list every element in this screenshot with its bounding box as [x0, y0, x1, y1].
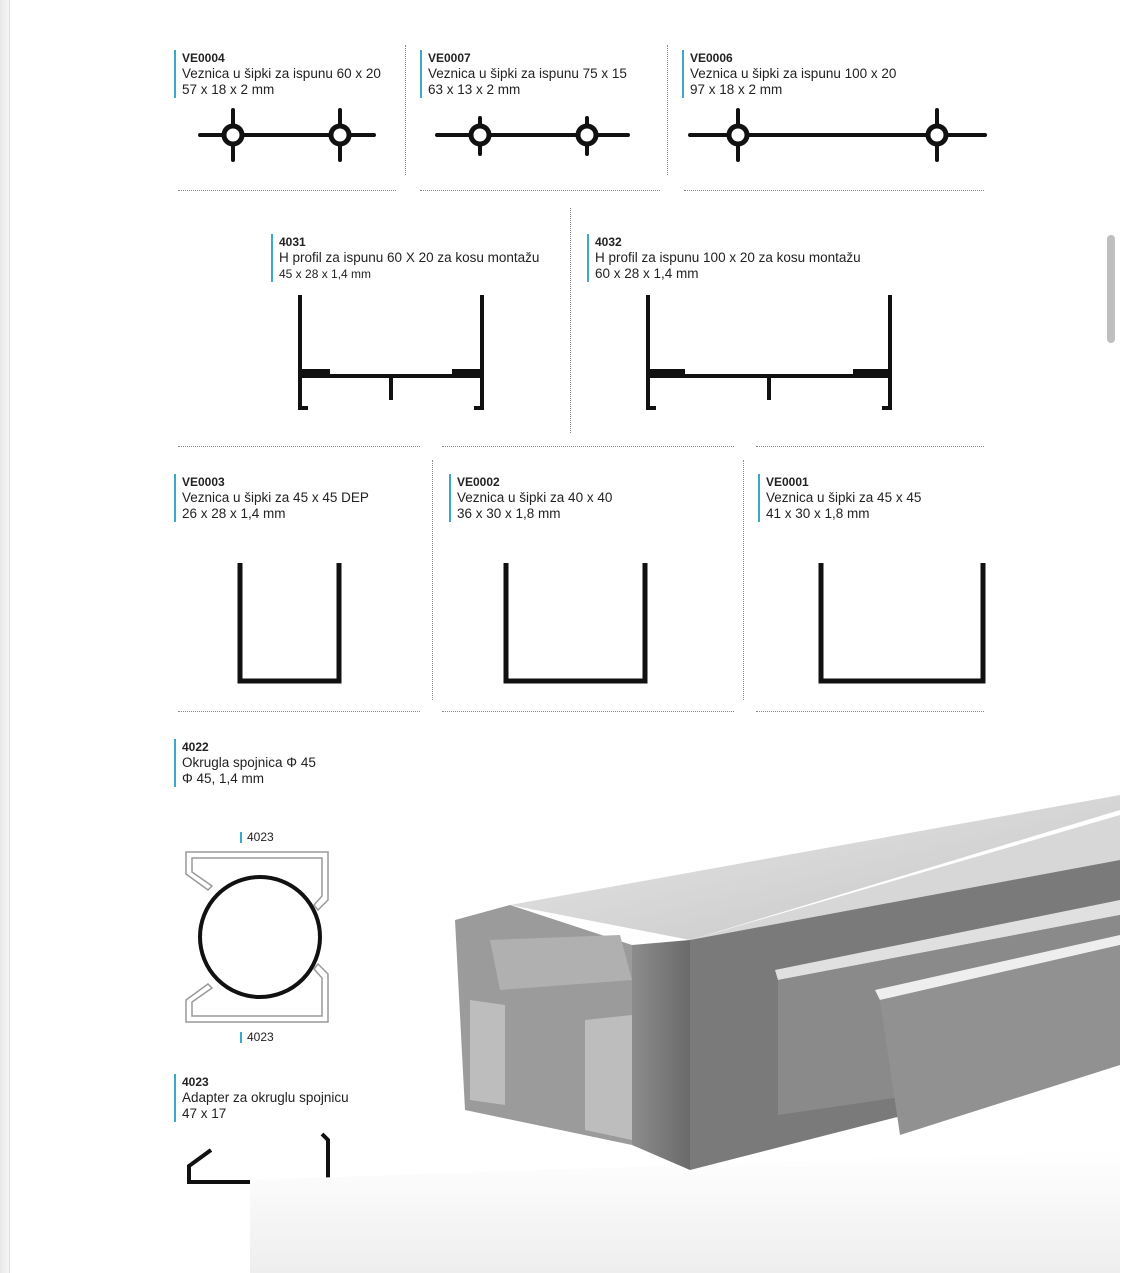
product-name: Adapter za okruglu spojnicu	[182, 1090, 349, 1105]
divider	[178, 190, 396, 191]
product-code: 4022	[182, 740, 209, 754]
product-dims: 60 x 28 x 1,4 mm	[595, 266, 699, 281]
divider	[178, 446, 420, 447]
product-4023: 4023 Adapter za okruglu spojnicu 47 x 17	[174, 1074, 349, 1122]
product-dims: Φ 45, 1,4 mm	[182, 771, 265, 786]
profile-drawing-ve0004	[198, 108, 987, 162]
divider	[420, 190, 660, 191]
product-name: Veznica u šipki za 45 x 45 DEP	[182, 490, 369, 505]
product-name: H profil za ispunu 100 x 20 za kosu mont…	[595, 250, 861, 265]
diagram-label-bottom: 4023	[240, 1031, 274, 1043]
product-dims: 41 x 30 x 1,8 mm	[766, 506, 870, 521]
product-ve0004: VE0004 Veznica u šipki za ispunu 60 x 20…	[174, 50, 381, 98]
product-name: Veznica u šipki za ispunu 75 x 15	[428, 66, 627, 81]
scrollbar[interactable]	[1107, 235, 1115, 343]
product-code: VE0001	[766, 475, 809, 489]
divider	[684, 190, 984, 191]
product-name: Veznica u šipki za ispunu 60 x 20	[182, 66, 381, 81]
product-4032: 4032 H profil za ispunu 100 x 20 za kosu…	[587, 234, 861, 282]
product-dims: 63 x 13 x 2 mm	[428, 82, 521, 97]
divider	[756, 446, 984, 447]
product-dims: 26 x 28 x 1,4 mm	[182, 506, 286, 521]
product-render-image	[250, 795, 1120, 1273]
profile-drawing-h-profiles	[298, 295, 892, 410]
divider	[667, 45, 668, 175]
product-code: VE0003	[182, 475, 225, 489]
product-name: Veznica u šipki za ispunu 100 x 20	[690, 66, 897, 81]
product-code: VE0006	[690, 51, 733, 65]
divider	[756, 711, 984, 712]
product-name: Veznica u šipki za 40 x 40	[457, 490, 613, 505]
product-dims: 57 x 18 x 2 mm	[182, 82, 275, 97]
product-code: 4031	[279, 235, 306, 249]
product-code: 4032	[595, 235, 622, 249]
product-name: Veznica u šipki za 45 x 45	[766, 490, 922, 505]
product-4022: 4022 Okrugla spojnica Φ 45 Φ 45, 1,4 mm	[174, 739, 316, 787]
product-ve0006: VE0006 Veznica u šipki za ispunu 100 x 2…	[682, 50, 896, 98]
product-ve0002: VE0002 Veznica u šipki za 40 x 40 36 x 3…	[449, 474, 612, 522]
product-dims: 97 x 18 x 2 mm	[690, 82, 783, 97]
divider	[570, 208, 571, 433]
divider	[405, 45, 406, 175]
product-dims: 36 x 30 x 1,8 mm	[457, 506, 561, 521]
product-code: 4023	[182, 1075, 209, 1089]
diagram-label-top: 4023	[240, 831, 274, 843]
product-dims: 47 x 17	[182, 1106, 227, 1121]
product-ve0007: VE0007 Veznica u šipki za ispunu 75 x 15…	[420, 50, 627, 98]
page-edge	[0, 0, 10, 1273]
product-code: VE0007	[428, 51, 471, 65]
product-ve0003: VE0003 Veznica u šipki za 45 x 45 DEP 26…	[174, 474, 369, 522]
round-connector-drawing	[185, 851, 329, 1023]
product-4031: 4031 H profil za ispunu 60 X 20 za kosu …	[271, 234, 539, 282]
product-code: VE0002	[457, 475, 500, 489]
product-ve0001: VE0001 Veznica u šipki za 45 x 45 41 x 3…	[758, 474, 921, 522]
product-code: VE0004	[182, 51, 225, 65]
divider	[442, 446, 734, 447]
product-dims: 45 x 28 x 1,4 mm	[279, 267, 372, 281]
divider	[743, 460, 744, 700]
profile-drawing-u-channels	[237, 563, 986, 684]
divider	[432, 460, 433, 700]
divider	[178, 711, 420, 712]
product-name: Okrugla spojnica Φ 45	[182, 755, 316, 770]
divider	[442, 711, 734, 712]
product-name: H profil za ispunu 60 X 20 za kosu monta…	[279, 250, 540, 265]
